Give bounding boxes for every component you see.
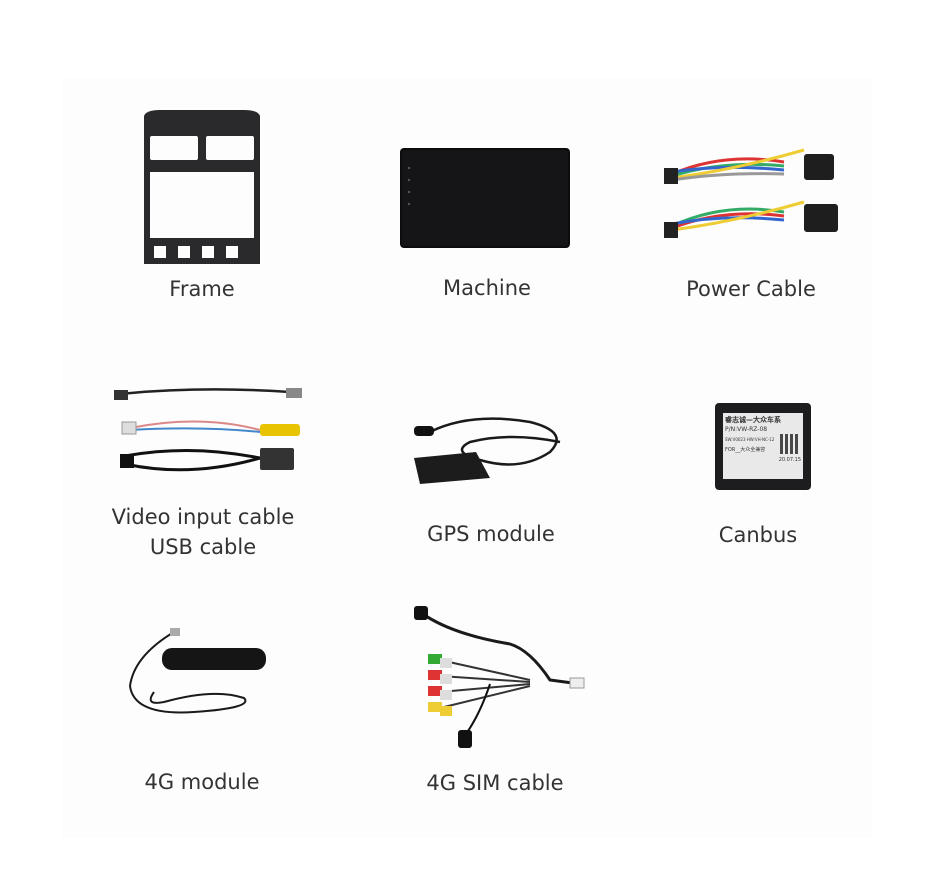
gps-module-image (414, 417, 561, 484)
usb-cable-label: USB cable (149, 535, 257, 559)
canbus-image: 睿志诚—大众车系 P/N:VW-RZ-08 SW:V0023 HW:VH-NC-… (715, 403, 811, 490)
power-cable-label: Power Cable (686, 277, 816, 301)
machine-image (400, 148, 570, 248)
canbus-label: Canbus (718, 523, 798, 547)
4g-module-image (128, 628, 266, 714)
4g-sim-cable-image (414, 606, 585, 748)
canbus-sticker: 睿志诚—大众车系 P/N:VW-RZ-08 SW:V0023 HW:VH-NC-… (723, 413, 803, 479)
video-input-cable-label: Video input cable (111, 505, 295, 529)
4g-sim-cable-label: 4G SIM cable (426, 771, 564, 795)
power-cable-image (664, 148, 838, 238)
gps-module-label: GPS module (427, 522, 555, 546)
4g-module-label: 4G module (144, 770, 260, 794)
frame-image (144, 110, 260, 264)
frame-label: Frame (169, 277, 235, 301)
video-usb-cable-image (114, 388, 302, 472)
qr-code-icon (780, 434, 800, 454)
machine-label: Machine (443, 276, 531, 300)
